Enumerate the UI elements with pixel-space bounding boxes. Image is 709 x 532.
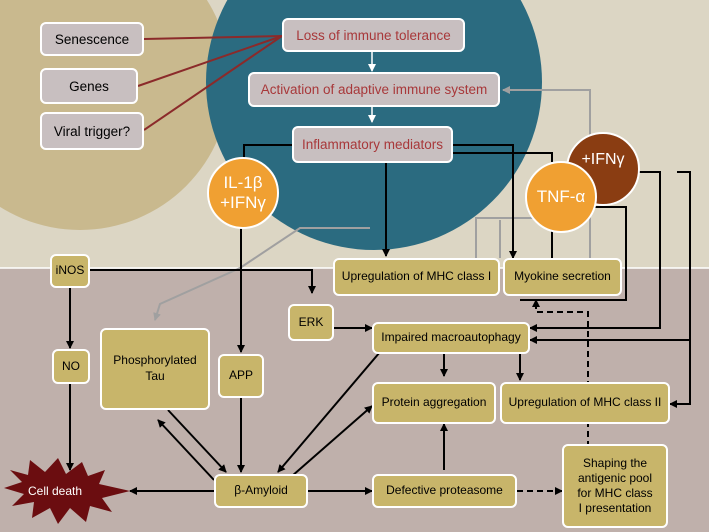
defective-proteasome-box: Defective proteasome (372, 474, 517, 508)
phosphorylated-tau-box: Phosphorylated Tau (100, 328, 210, 410)
mhc-class-1-box: Upregulation of MHC class I (333, 258, 500, 296)
beta-amyloid-box: β-Amyloid (214, 474, 308, 508)
macroautophagy-box: Impaired macroautophagy (372, 322, 530, 354)
inos-box: iNOS (50, 254, 90, 288)
il1b-ifng-label: +IFNγ (220, 193, 266, 212)
tau-label-line1: Phosphorylated (113, 353, 197, 368)
no-box: NO (52, 349, 90, 384)
cell-death-label: Cell death (28, 484, 83, 498)
senescence-box: Senescence (40, 22, 144, 56)
il1b-ifng-circle: IL-1β +IFNγ (207, 157, 279, 229)
tnf-alpha-label: TNF-α (536, 187, 586, 206)
antigenic-line4: I presentation (578, 501, 652, 515)
app-box: APP (218, 354, 264, 398)
protein-aggregation-box: Protein aggregation (372, 382, 496, 424)
antigenic-line3: for MHC class (577, 486, 653, 500)
loss-of-tolerance-box: Loss of immune tolerance (282, 18, 465, 52)
myokine-secretion-box: Myokine secretion (503, 258, 622, 296)
mhc-class-2-box: Upregulation of MHC class II (500, 382, 670, 424)
erk-box: ERK (288, 304, 334, 341)
ifng-label: +IFNγ (581, 151, 625, 168)
adaptive-activation-box: Activation of adaptive immune system (248, 72, 500, 107)
inflammatory-mediators-box: Inflammatory mediators (292, 126, 453, 163)
viral-trigger-box: Viral trigger? (40, 112, 144, 150)
tnf-alpha-circle: TNF-α (525, 161, 597, 233)
trigger-lines (137, 35, 283, 131)
cell-death-burst (4, 458, 130, 524)
antigenic-line2: antigenic pool (577, 471, 653, 485)
tau-label-line2: Tau (145, 369, 165, 383)
antigenic-pool-box: Shaping the antigenic pool for MHC class… (562, 444, 668, 528)
immune-circle (206, 0, 542, 250)
antigenic-line1: Shaping the (582, 456, 648, 470)
genes-box: Genes (40, 68, 138, 104)
pathway-lines (66, 144, 691, 495)
dashed-lines (517, 299, 589, 495)
il1b-label: IL-1β (223, 173, 263, 193)
